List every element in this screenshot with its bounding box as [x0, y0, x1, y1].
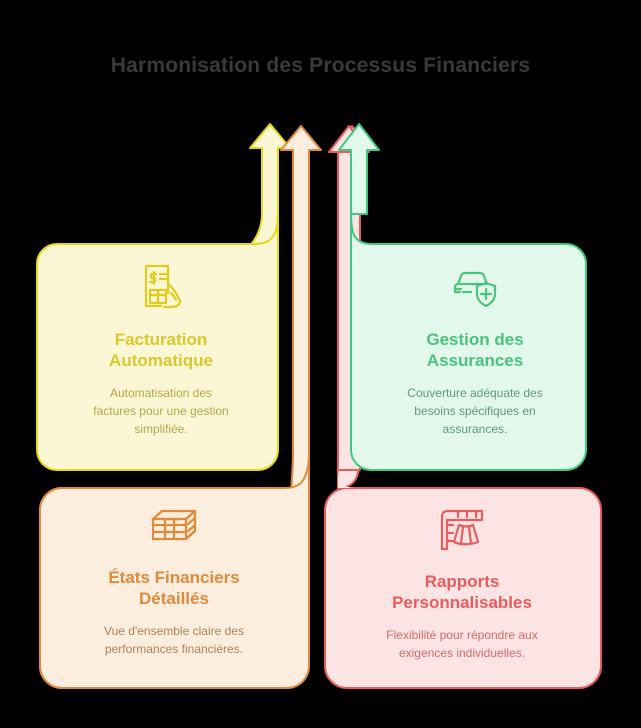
ruler-skirt-icon — [436, 506, 488, 559]
card-rapports-content[interactable]: Rapports Personnalisables Flexibilité po… — [348, 506, 576, 662]
card-etats-description: Vue d'ensemble claire des performances f… — [104, 624, 244, 656]
card-rapports-title: Rapports Personnalisables — [392, 572, 532, 612]
card-facturation-title: Facturation Automatique — [109, 330, 213, 370]
card-assurances[interactable] — [350, 211, 587, 471]
card-rapports-join — [338, 462, 356, 488]
card-facturation-content[interactable]: Facturation Automatique Automatisation d… — [47, 260, 275, 438]
card-assurances-content[interactable]: Gestion des Assurances Couverture adéqua… — [361, 260, 589, 438]
card-rapports-description: Flexibilité pour répondre aux exigences … — [386, 628, 538, 660]
arrow-green[interactable] — [338, 123, 380, 215]
card-etats-title: États Financiers Détaillés — [108, 568, 240, 608]
car-shield-icon — [449, 260, 501, 317]
money-stack-icon — [148, 506, 200, 555]
card-etats-body[interactable] — [39, 454, 310, 689]
card-facturation[interactable] — [36, 211, 279, 471]
card-etats-content[interactable]: États Financiers Détaillés Vue d'ensembl… — [60, 506, 288, 658]
card-assurances-description: Couverture adéquate des besoins spécifiq… — [407, 386, 543, 436]
invoice-hand-icon — [135, 260, 187, 317]
card-assurances-title: Gestion des Assurances — [426, 330, 524, 370]
shape-facturation-yellow[interactable] — [56, 123, 291, 261]
page-title: Harmonisation des Processus Financiers — [110, 54, 531, 77]
card-facturation-description: Automatisation des factures pour une ges… — [93, 386, 229, 436]
card-rapports-body[interactable] — [324, 487, 602, 689]
